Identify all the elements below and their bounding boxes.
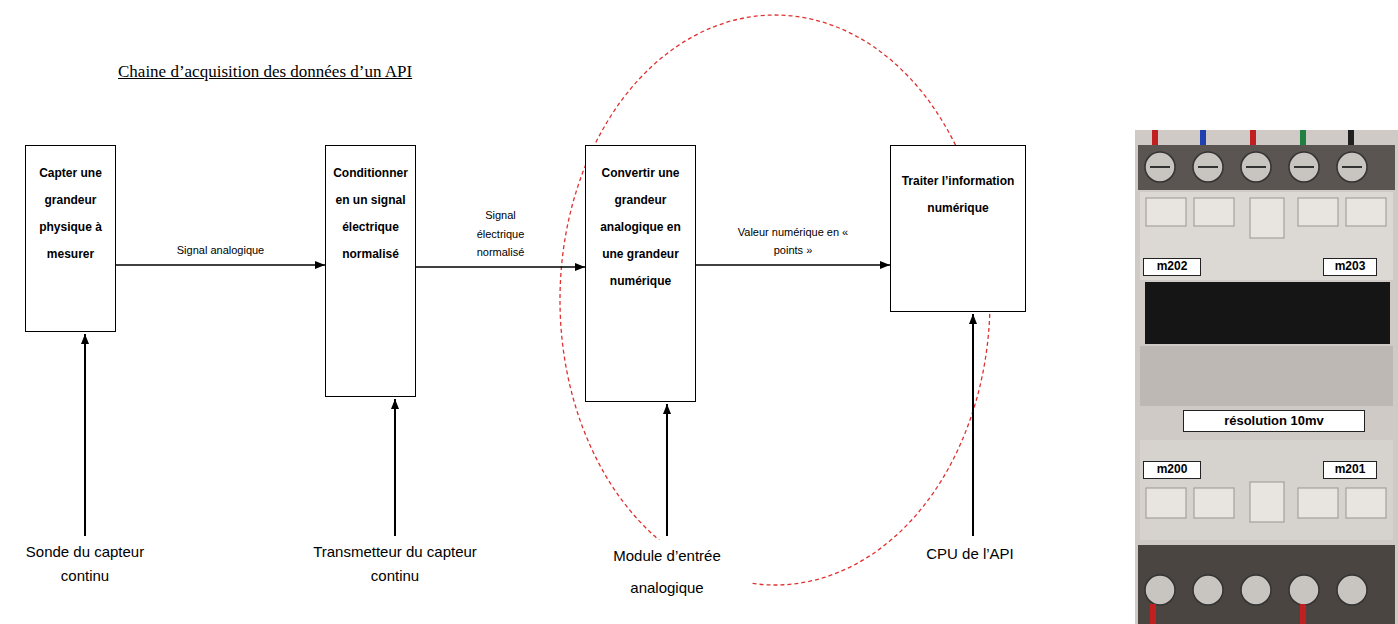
process-box: Convertir une grandeur analogique en une…	[585, 145, 696, 402]
component-label: Sonde du capteur continu	[5, 540, 165, 588]
plate-label: m201	[1323, 461, 1377, 479]
terminal-tabs	[1146, 482, 1386, 522]
terminal-block	[1138, 545, 1395, 624]
leader-arrow	[394, 399, 396, 536]
diagram-title: Chaine d’acquisition des données d’un AP…	[118, 62, 412, 82]
box-text: Convertir une grandeur analogique en une…	[592, 160, 689, 295]
process-box: Traiter l’information numérique	[890, 145, 1026, 312]
wire	[1300, 604, 1306, 624]
leader-arrow	[972, 314, 974, 536]
box-text: Traiter l’information numérique	[897, 168, 1019, 222]
wire	[1150, 604, 1156, 624]
plc-module-photo	[1135, 130, 1398, 624]
plate-label: m202	[1143, 258, 1201, 276]
component-label: Transmetteur du capteur continu	[310, 540, 480, 588]
module-body	[1135, 130, 1398, 624]
box-text: Conditionner en un signal électrique nor…	[332, 160, 409, 268]
signal-label: Valeur numérique en « points »	[734, 223, 852, 260]
plate-label: m200	[1143, 461, 1201, 479]
component-label: Module d’entrée analogique	[582, 540, 752, 603]
terminal-tabs	[1146, 198, 1386, 238]
signal-arrow	[416, 266, 585, 268]
process-box: Capter une grandeur physique à mesurer	[25, 145, 116, 332]
signal-arrow	[116, 264, 325, 266]
screw-slots	[1150, 166, 1362, 168]
leader-arrows	[85, 314, 973, 536]
process-box: Conditionner en un signal électrique nor…	[325, 145, 416, 397]
signal-arrow	[696, 264, 890, 266]
signal-label: Signal analogique	[161, 241, 281, 260]
plate-label: m203	[1323, 258, 1377, 276]
terminal-screws	[1145, 575, 1367, 605]
signal-label: Signal électrique normalisé	[465, 206, 537, 262]
module-panel	[1140, 192, 1393, 280]
leader-arrow	[84, 334, 86, 536]
terminal-block	[1138, 145, 1395, 190]
plate-label: résolution 10mv	[1183, 410, 1365, 432]
terminal-screws	[1145, 152, 1367, 182]
leader-arrow	[666, 404, 668, 536]
box-text: Capter une grandeur physique à mesurer	[32, 160, 109, 268]
component-label: CPU de l’API	[900, 543, 1040, 564]
module-panel	[1140, 346, 1393, 406]
display-window	[1145, 282, 1390, 344]
module-panel	[1140, 440, 1393, 540]
